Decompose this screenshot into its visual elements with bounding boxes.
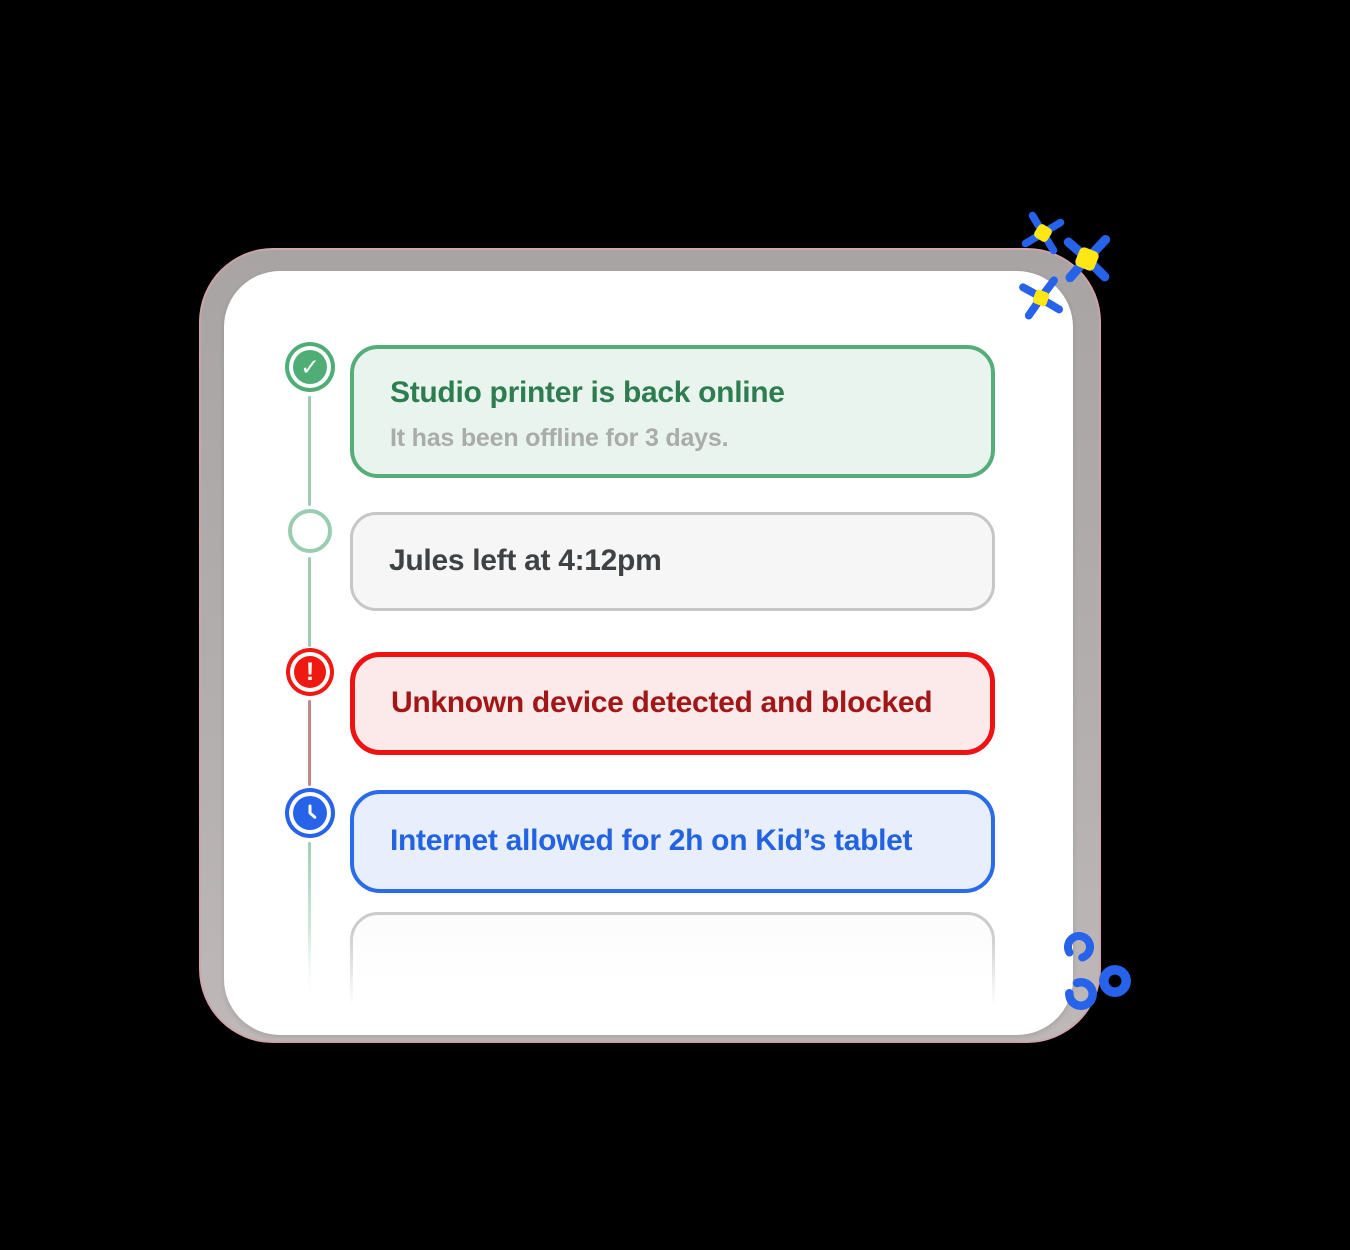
ring-icon — [1064, 932, 1094, 962]
ring-icon — [1065, 978, 1097, 1010]
check-circle-icon: ✓ — [285, 342, 335, 392]
notification-card-neutral[interactable]: Jules left at 4:12pm — [350, 512, 995, 611]
ring-icon — [1099, 965, 1131, 997]
sparkle-icon — [1021, 211, 1065, 255]
notification-title: Studio printer is back online — [390, 376, 785, 409]
check-glyph: ✓ — [300, 353, 320, 380]
notification-subtitle: It has been offline for 3 days. — [390, 423, 729, 452]
notification-card-success[interactable]: Studio printer is back online It has bee… — [350, 345, 995, 478]
timeline-connector — [308, 700, 311, 786]
notification-title: Internet allowed for 2h on Kid’s tablet — [390, 824, 913, 858]
icon-core: ✓ — [293, 350, 327, 384]
clock-hands — [308, 804, 317, 819]
circle-outline-icon — [288, 509, 332, 553]
clock-icon — [285, 788, 335, 838]
icon-core: ! — [294, 656, 326, 688]
notification-title: Unknown device detected and blocked — [391, 686, 933, 720]
sparkle-icon — [1019, 276, 1064, 320]
notification-card-info[interactable]: Internet allowed for 2h on Kid’s tablet — [350, 790, 995, 893]
alert-exclamation-icon: ! — [286, 648, 334, 696]
notification-title: Jules left at 4:12pm — [389, 544, 662, 578]
exclamation-glyph: ! — [305, 657, 315, 686]
timeline-connector — [308, 842, 311, 1007]
timeline-connector — [308, 396, 311, 506]
timeline-connector — [308, 557, 311, 647]
sparkle-icon — [1063, 234, 1111, 283]
notification-card-alert[interactable]: Unknown device detected and blocked — [350, 652, 995, 755]
icon-core — [293, 796, 327, 830]
fade-overlay — [228, 930, 1068, 1034]
